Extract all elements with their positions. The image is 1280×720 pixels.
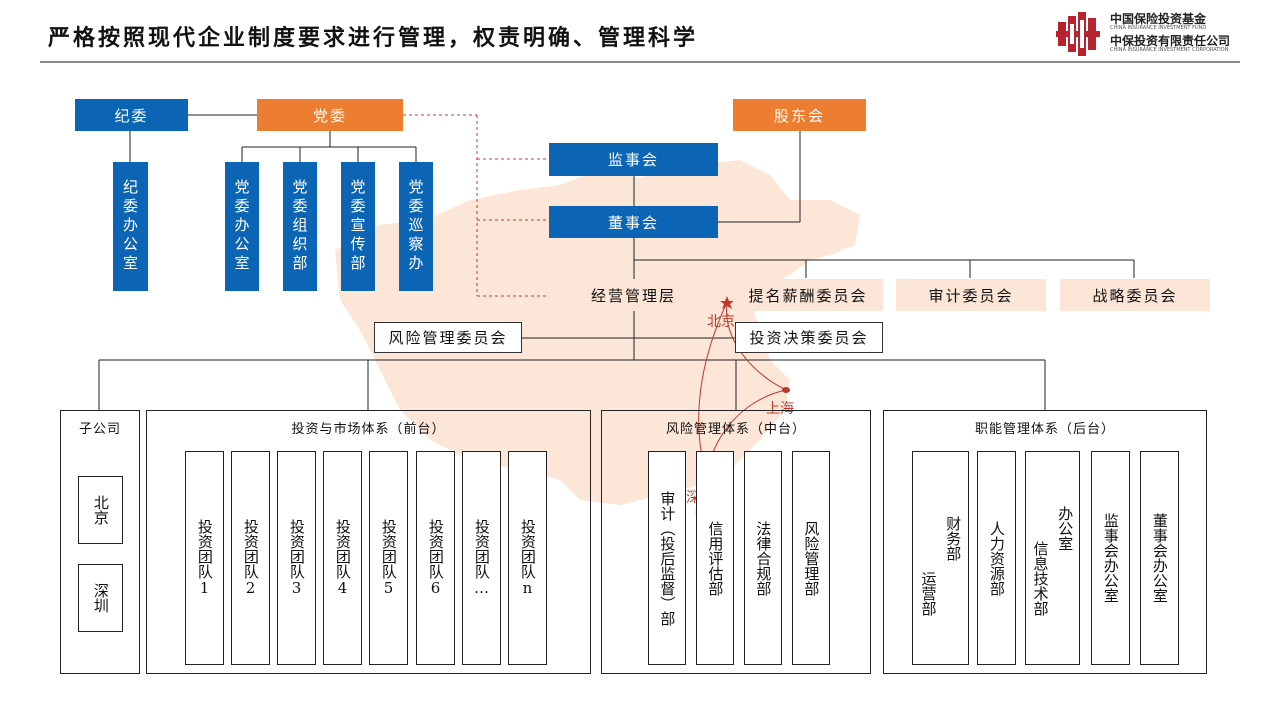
strategy-committee-box: 战略委员会	[1060, 279, 1210, 311]
operations-finance-box: 运营部财务部	[912, 451, 969, 665]
logo-cn-fund: 中国保险投资基金	[1110, 12, 1207, 26]
party-office-box: 党委办公室	[225, 162, 259, 291]
investment-committee-box: 投资决策委员会	[735, 322, 883, 353]
back-office-panel	[883, 410, 1207, 674]
middle-office-title: 风险管理体系（中台）	[665, 422, 806, 437]
subsidiary-beijing: 北京	[78, 476, 123, 544]
legal-dept-box: 法律合规部	[744, 451, 782, 665]
party-publicity-box: 党委宣传部	[341, 162, 375, 291]
logo-cn-corp: 中保投资有限责任公司	[1110, 34, 1231, 48]
nomination-committee-box: 提名薪酬委员会	[733, 279, 883, 311]
city-label-shanghai: 上海	[766, 401, 794, 417]
audit-committee-box: 审计委员会	[896, 279, 1046, 311]
management-box: 经营管理层	[549, 279, 718, 311]
supervisory-board-box: 监事会	[549, 143, 718, 176]
logo-en-corp: CHINA INSURANCE INVESTMENT CORPORATION	[1110, 47, 1229, 53]
subsidiary-title: 子公司	[78, 422, 121, 437]
investment-team-more: 投资团队…	[462, 451, 501, 665]
discipline-office-box: 纪委办公室	[113, 162, 148, 291]
back-office-title: 职能管理体系（后台）	[974, 422, 1115, 437]
board-of-directors-box: 董事会	[549, 206, 718, 238]
party-organization-box: 党委组织部	[283, 162, 317, 291]
subsidiary-panel	[60, 410, 140, 674]
logo-en-fund: CHINA INSURANCE INVESTMENT FUND	[1110, 25, 1207, 31]
supervisory-office-box: 监事会办公室	[1091, 451, 1130, 665]
party-inspection-box: 党委巡察办	[399, 162, 433, 291]
front-office-title: 投资与市场体系（前台）	[291, 422, 446, 437]
risk-dept-box: 风险管理部	[792, 451, 830, 665]
credit-dept-box: 信用评估部	[696, 451, 734, 665]
it-office-box: 信息技术部办公室	[1025, 451, 1080, 665]
subsidiary-shenzhen: 深圳	[78, 564, 123, 632]
hr-dept-box: 人力资源部	[977, 451, 1016, 665]
title-divider	[40, 61, 1240, 63]
discipline-committee-box: 纪委	[75, 99, 188, 131]
shareholders-meeting-box: 股东会	[733, 99, 866, 131]
company-logo-icon	[1056, 12, 1100, 56]
risk-committee-box: 风险管理委员会	[374, 322, 522, 353]
audit-dept-box: 审计（投后监督）部	[648, 451, 686, 665]
page-title: 严格按照现代企业制度要求进行管理，权责明确、管理科学	[48, 25, 699, 51]
party-committee-box: 党委	[257, 99, 403, 131]
board-office-box: 董事会办公室	[1140, 451, 1179, 665]
front-office-panel	[146, 410, 591, 674]
city-label-beijing: 北京	[707, 314, 735, 330]
middle-office-panel	[601, 410, 871, 674]
